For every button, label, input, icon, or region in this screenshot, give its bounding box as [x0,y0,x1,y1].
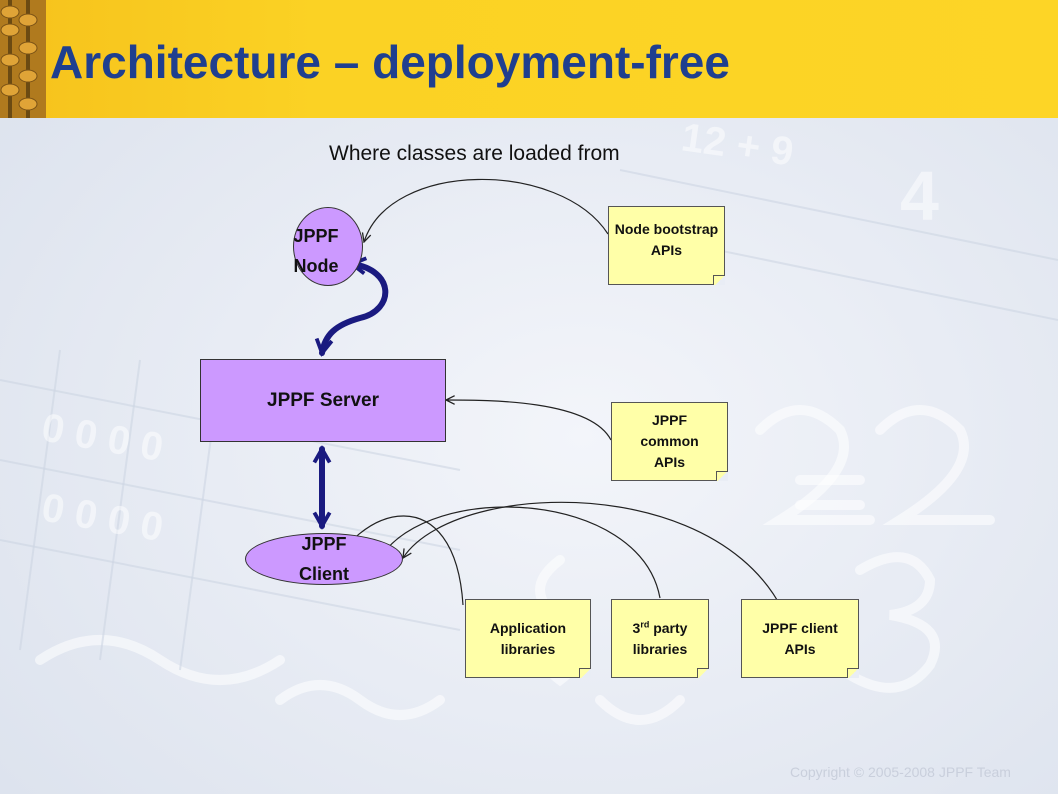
svg-text:4: 4 [900,157,939,235]
note-jppf-client-apis: JPPF client APIs [741,599,859,678]
copyright-footer: Copyright © 2005-2008 JPPF Team [790,764,1011,780]
abacus-icon [0,0,46,118]
note-node-bootstrap-apis: Node bootstrap APIs [608,206,725,285]
thirdparty-to-client-arrow [380,506,661,599]
bootstrap-to-node-arrow [364,178,609,242]
title-banner [0,0,1058,118]
jppf-server-label: JPPF Server [267,389,379,411]
node-server-bold-arrow [314,256,389,357]
jppf-server-box: JPPF Server [200,359,446,442]
note-application-libraries: Application libraries [465,599,591,678]
page-title: Architecture – deployment-free [50,36,730,88]
note-jppf-common-apis: JPPF common APIs [611,402,728,481]
caption-where-classes-loaded: Where classes are loaded from [329,142,620,165]
common-to-server-arrow [446,400,612,441]
